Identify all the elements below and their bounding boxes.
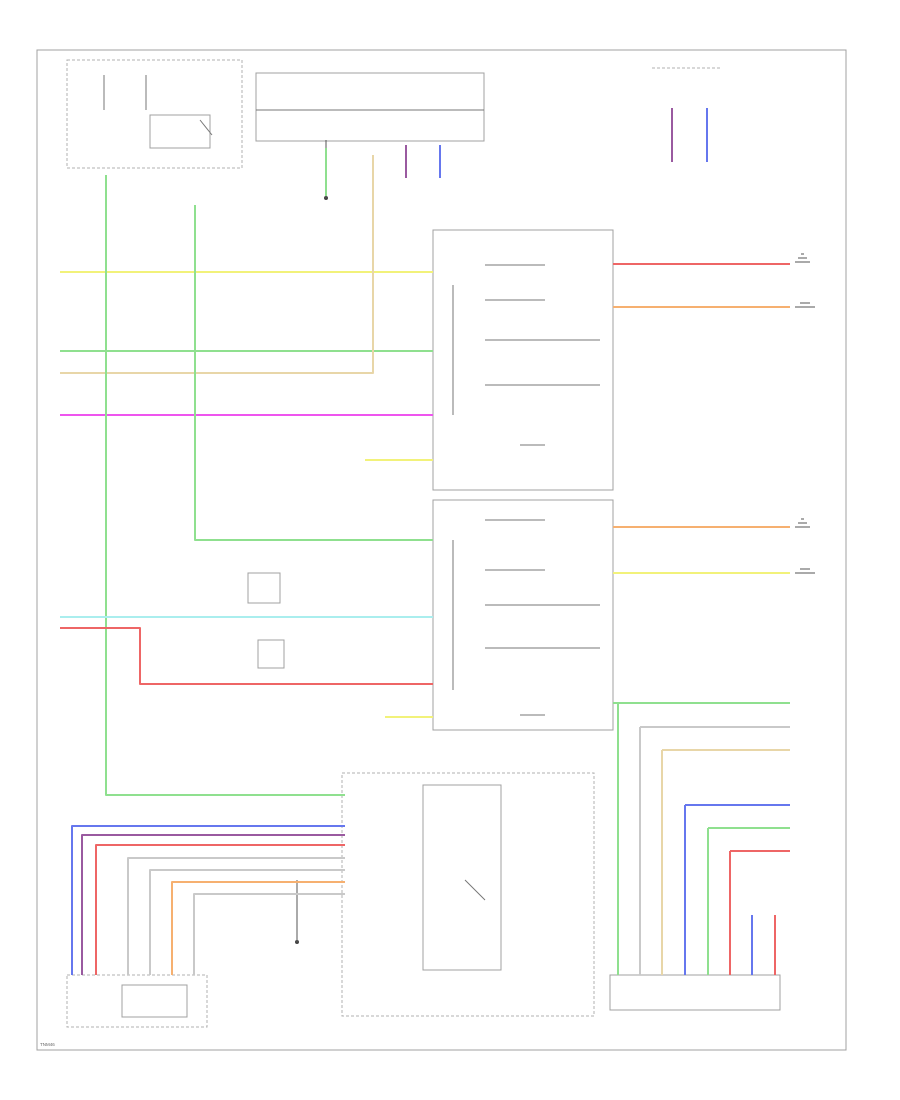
relay-switch xyxy=(199,119,213,136)
wire-green-mid xyxy=(194,205,433,541)
wire-green-long xyxy=(105,175,345,796)
diagram-code: TNM46 xyxy=(40,1042,55,1047)
door-lock-relay-mid xyxy=(247,572,281,604)
wire-purple-left xyxy=(81,834,345,975)
wire-tan-bus xyxy=(661,749,790,975)
fuse-relay-block xyxy=(66,59,243,169)
ground-symbol-3 xyxy=(795,518,810,528)
wire-blue-left xyxy=(71,825,345,975)
wire-gray-left-2 xyxy=(149,869,345,975)
door-lock-relay-mid-2 xyxy=(257,639,285,669)
relay-box xyxy=(149,114,211,149)
ground-symbol-4 xyxy=(795,568,815,574)
wire-gray-left-3 xyxy=(193,893,345,975)
wire-green-bus-2 xyxy=(707,827,790,975)
bottom-right-connector xyxy=(609,974,781,1011)
control-unit-dashed xyxy=(341,772,595,1017)
wire-gray-left xyxy=(127,857,345,975)
wire-tan-upper xyxy=(60,155,374,374)
wire-blue-bus xyxy=(684,804,790,975)
ground-symbol-2 xyxy=(795,302,815,308)
timer-module xyxy=(121,984,188,1018)
diagram-frame xyxy=(36,49,847,1051)
timer-block xyxy=(66,974,208,1028)
ground-symbol-1 xyxy=(795,253,810,263)
left-door-lock-switch xyxy=(432,229,614,491)
wire-red-lower xyxy=(60,627,433,685)
control-unit-inner xyxy=(422,784,502,971)
wire-red-left xyxy=(95,844,345,975)
control-unit-switch xyxy=(464,879,486,901)
wire-orange-left xyxy=(171,881,345,975)
ecm-connector-block xyxy=(255,72,485,142)
wire-red-bus xyxy=(729,850,790,975)
wire-harness xyxy=(60,108,790,975)
wire-gray-bus xyxy=(639,726,790,975)
right-door-lock-switch xyxy=(432,499,614,731)
